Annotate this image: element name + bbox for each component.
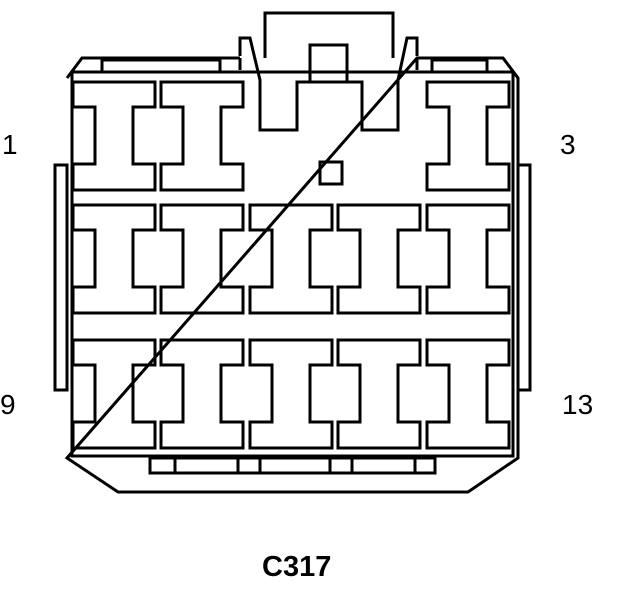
locking-latch (238, 11, 419, 132)
connector-inner-body (70, 70, 515, 458)
pin-label-1: 1 (2, 129, 18, 160)
terminal-cavity (71, 203, 157, 315)
connector-id-label: C317 (262, 551, 332, 583)
terminal-cavity (71, 80, 157, 192)
pin-label-9: 9 (0, 389, 16, 420)
polarization-key (318, 160, 344, 186)
connector-housing (64, 56, 520, 494)
terminal-cavity (159, 80, 245, 192)
pin-label-13: 13 (562, 389, 594, 420)
terminal-cavity (71, 338, 157, 450)
terminal-cavity (248, 338, 334, 450)
top-rib-right (430, 58, 489, 74)
terminal-cavity (425, 338, 511, 450)
terminal-cavities (71, 80, 511, 450)
pin-label-3: 3 (560, 129, 576, 160)
terminal-cavity (336, 338, 422, 450)
left-side-rail (53, 163, 69, 392)
terminal-cavity (159, 203, 245, 315)
terminal-cavity (425, 203, 511, 315)
top-rib-left (100, 58, 222, 74)
bottom-rib-strip (148, 456, 437, 475)
terminal-cavity (248, 203, 334, 315)
terminal-cavity (336, 203, 422, 315)
terminal-cavity (159, 338, 245, 450)
right-side-rail (516, 163, 532, 392)
terminal-cavity (425, 80, 511, 192)
